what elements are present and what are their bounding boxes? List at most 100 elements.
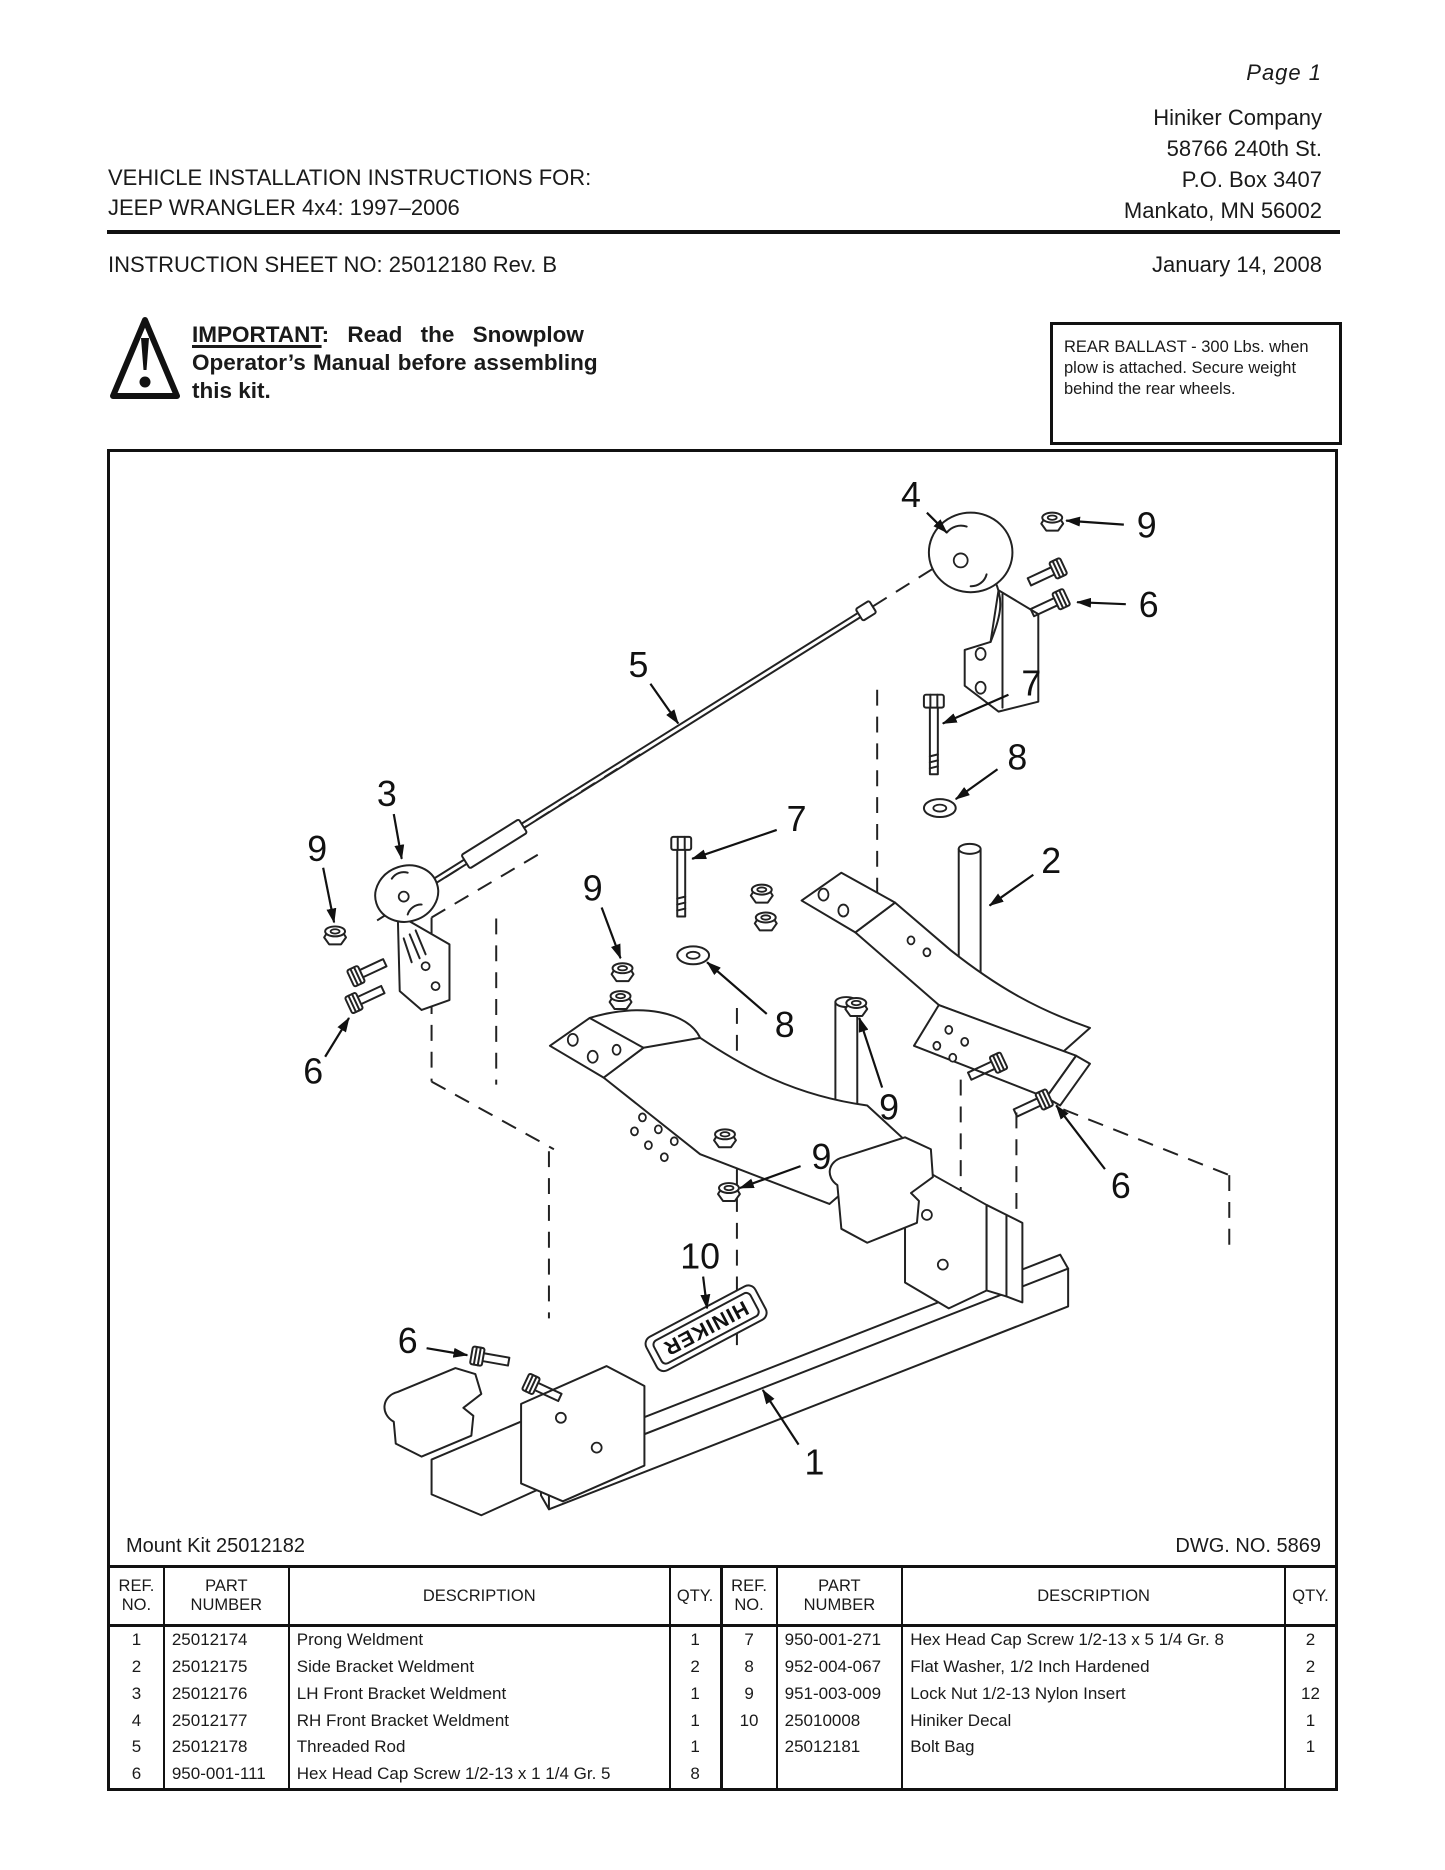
instruction-sheet-number: INSTRUCTION SHEET NO: 25012180 Rev. B <box>108 252 558 277</box>
hex-cap-screw <box>1026 557 1068 587</box>
table-cell <box>778 1761 902 1788</box>
table-cell: 25010008 <box>784 1710 861 1730</box>
table-cell: LH Front Bracket Weldment <box>296 1683 507 1703</box>
document-title-line2: JEEP WRANGLER 4x4: 1997–2006 <box>108 195 460 220</box>
table-cell: 10 <box>739 1710 759 1730</box>
callout-number-7: 7 <box>787 799 807 839</box>
flange-nut <box>717 1182 741 1202</box>
document-title-line1: VEHICLE INSTALLATION INSTRUCTIONS FOR: <box>108 165 592 190</box>
callout-leader <box>426 1347 469 1358</box>
document-date: January 14, 2008 <box>1151 252 1322 277</box>
callout-leader <box>700 1276 711 1310</box>
callout-leader <box>706 961 768 1015</box>
table-cell <box>723 1734 776 1761</box>
flat-washer <box>676 945 711 966</box>
table-cell: 25012174 <box>171 1630 248 1650</box>
col-header-ref: REF.NO. <box>110 1568 165 1625</box>
table-cell: 12 <box>1301 1683 1320 1703</box>
construction-dashed-line <box>431 1080 555 1151</box>
callout-leader <box>649 683 680 725</box>
table-cell: 25012181 <box>784 1737 861 1757</box>
table-cell: 1 <box>131 1630 142 1650</box>
table-cell: 1 <box>1305 1710 1316 1730</box>
callout-leader <box>761 1389 800 1446</box>
prong-weldment <box>383 1365 646 1517</box>
flat-washer <box>922 798 957 819</box>
table-cell: 25012178 <box>171 1737 248 1757</box>
table-cell <box>1286 1761 1335 1788</box>
rh-front-bracket <box>927 511 1040 713</box>
callout-number-9: 9 <box>1137 506 1157 546</box>
col-header-qty: QTY. <box>1292 1586 1329 1605</box>
rear-ballast-note: REAR BALLAST - 300 Lbs. when plow is att… <box>1050 322 1342 445</box>
important-note: IMPORTANT: Read the Snowplow Operator’s … <box>192 321 622 405</box>
hex-cap-screw <box>966 1051 1009 1081</box>
beam-right-end-plates <box>828 1136 1024 1310</box>
hex-cap-screw <box>1029 588 1071 618</box>
callout-number-5: 5 <box>628 645 648 685</box>
callout-number-6: 6 <box>1111 1166 1131 1206</box>
table-cell: 1 <box>1305 1737 1316 1757</box>
callout-leader <box>858 1017 884 1088</box>
table-cell: 4 <box>131 1710 142 1730</box>
drawing-number-label: DWG. NO. 5869 <box>1175 1535 1321 1557</box>
company-city: Mankato, MN 56002 <box>1123 198 1322 223</box>
callout-leader <box>324 1017 350 1058</box>
important-line3: this kit. <box>192 378 271 403</box>
long-hex-bolt <box>922 693 945 776</box>
table-cell: 1 <box>690 1683 700 1703</box>
company-pobox: P.O. Box 3407 <box>1181 167 1322 192</box>
flange-nut <box>844 997 869 1017</box>
table-cell: 8 <box>744 1657 754 1677</box>
important-lead: IMPORTANT <box>192 322 322 347</box>
table-cell: RH Front Bracket Weldment <box>296 1710 510 1730</box>
table-cell: 1 <box>690 1710 700 1730</box>
table-cell: 25012177 <box>171 1710 248 1730</box>
callout-number-10: 10 <box>680 1237 720 1277</box>
hex-cap-screw <box>344 984 386 1015</box>
mount-kit-label: Mount Kit 25012182 <box>126 1535 306 1557</box>
callout-number-6: 6 <box>303 1052 323 1092</box>
col-header-ref: REF.NO. <box>723 1568 778 1625</box>
flange-nut <box>610 962 635 983</box>
important-line1-rest: : Read the Snowplow <box>321 322 584 347</box>
table-cell: Hex Head Cap Screw 1/2-13 x 1 1/4 Gr. 5 <box>296 1764 611 1784</box>
table-cell: 2 <box>131 1657 142 1677</box>
col-header-qty: QTY. <box>676 1586 714 1605</box>
table-cell: 8 <box>690 1764 700 1784</box>
long-hex-bolt <box>670 835 693 918</box>
callout-leader <box>1076 597 1126 608</box>
table-cell: 9 <box>744 1683 754 1703</box>
page-number: Page 1 <box>1246 60 1322 85</box>
lh-front-bracket <box>374 864 451 1011</box>
table-cell: Lock Nut 1/2-13 Nylon Insert <box>910 1683 1126 1703</box>
callout-number-2: 2 <box>1041 841 1061 881</box>
header-divider <box>107 230 1340 234</box>
table-cell: 3 <box>131 1683 142 1703</box>
hardware-items <box>323 511 1071 1403</box>
table-cell: 2 <box>690 1657 700 1677</box>
side-bracket-right <box>800 842 1092 1107</box>
table-cell: 5 <box>131 1737 142 1757</box>
ballast-line3: behind the rear wheels. <box>1064 380 1236 398</box>
table-cell: Threaded Rod <box>296 1737 406 1757</box>
table-cell: Bolt Bag <box>910 1737 975 1757</box>
hex-cap-screw <box>346 958 388 988</box>
table-cell: 952-004-067 <box>784 1657 882 1677</box>
col-header-desc: DESCRIPTION <box>290 1568 671 1625</box>
callout-number-6: 6 <box>398 1321 418 1361</box>
table-cell: Hiniker Decal <box>910 1710 1012 1730</box>
threaded-rod <box>396 600 877 907</box>
callout-number-1: 1 <box>805 1443 825 1483</box>
